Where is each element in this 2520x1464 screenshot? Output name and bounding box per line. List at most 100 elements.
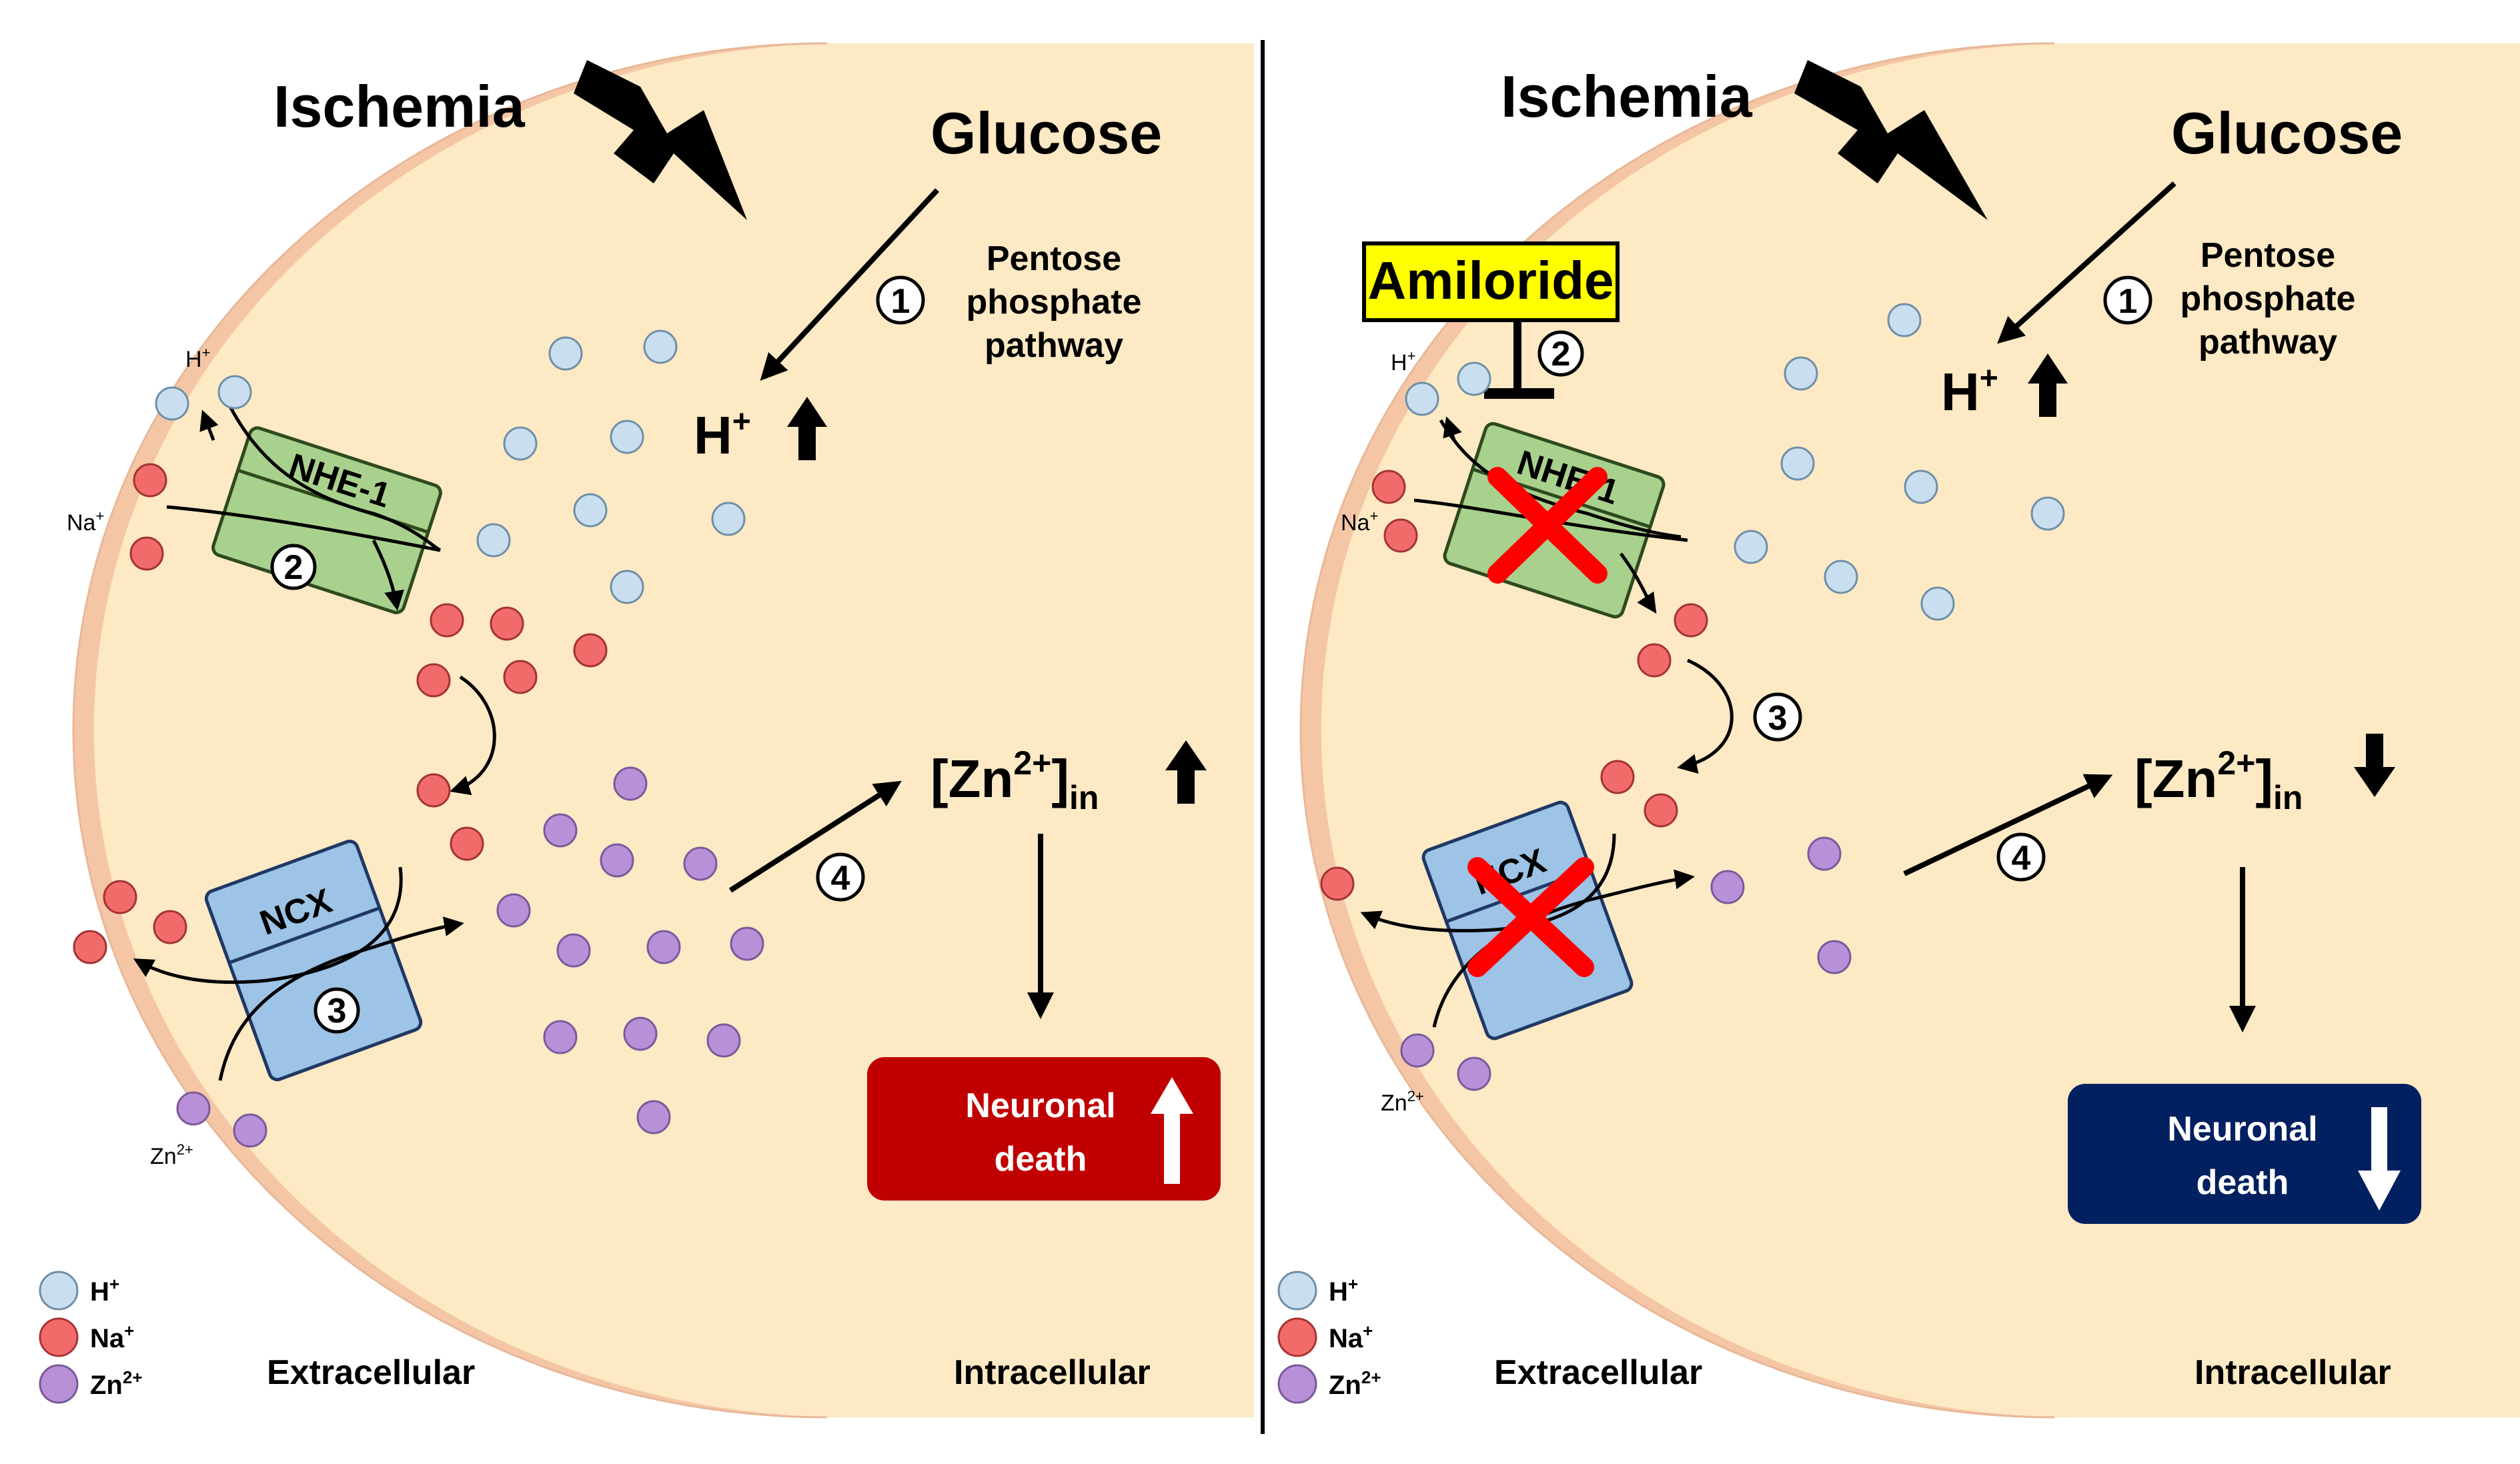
neuronal-death-increase-box: Neuronal death (867, 1057, 1221, 1201)
death-down-arrow-icon (2358, 1107, 2401, 1211)
intracellular-label: Intracellular (954, 1353, 1151, 1392)
na-ion-particle (1674, 603, 1708, 638)
na-ion-particle (1371, 470, 1406, 504)
zn-ion-particle (1807, 836, 1842, 871)
na-ion-particle (573, 633, 608, 668)
nhe-na-in-path (166, 505, 441, 552)
h-ion-particle (643, 329, 678, 364)
ions-right (1320, 303, 2065, 1091)
legend-na-label: Na+ (1329, 1321, 1373, 1353)
svg-text:2: 2 (284, 548, 303, 587)
h-increase-label: H+ (1941, 361, 1998, 422)
svg-text:death: death (995, 1140, 1087, 1179)
h-ion-particle (711, 502, 746, 536)
svg-text:1: 1 (891, 282, 910, 321)
nhe-na-arrow (372, 539, 404, 611)
legend-na-swatch (1277, 1317, 1317, 1357)
neuronal-death-decrease-box: Neuronal death (2068, 1084, 2421, 1224)
h-ion-particle (2030, 496, 2065, 531)
ions-left (73, 329, 764, 1148)
zn-ion-particle (636, 1100, 671, 1135)
glucose-to-h-arrow (760, 188, 939, 381)
legend-na-swatch (39, 1317, 79, 1357)
ncx-zn-in-path (218, 916, 464, 1081)
pathway-line-1: Pentose (987, 239, 1121, 278)
zn-increase-arrow (728, 780, 902, 893)
zn-ion-particle (646, 930, 681, 964)
zn-change-arrow (1903, 774, 2113, 876)
na-ion-particle (416, 773, 451, 808)
h-ion-particle (503, 426, 538, 461)
na-ion-particle (450, 826, 484, 861)
step-1-badge: 1 (876, 275, 925, 325)
extracellular-label: Extracellular (1494, 1353, 1702, 1392)
step-3-badge: 3 (313, 987, 360, 1034)
zn-ion-particle (1817, 940, 1852, 974)
svg-text:2: 2 (1551, 335, 1571, 374)
h-increase-label: H+ (694, 404, 751, 465)
ncx-zn-in-path (1432, 869, 1695, 1028)
h-ion-particle (1904, 470, 1938, 504)
legend-h-swatch (1277, 1271, 1317, 1311)
zn-intracellular-label: [Zn2+]in (2134, 744, 2303, 816)
na-transfer-arrow (1677, 658, 1734, 774)
zn-down-arrow-icon (2354, 734, 2395, 797)
ion-h-label: H+ (185, 344, 210, 372)
intracellular-label: Intracellular (2194, 1353, 2391, 1392)
h-ion-particle (1887, 303, 1922, 337)
cytoplasm (1321, 43, 2520, 1417)
zn-ion-particle (683, 846, 718, 881)
h-ion-particle (1457, 361, 1491, 396)
h-ion-particle (217, 375, 252, 410)
na-ion-particle (1637, 643, 1672, 678)
ischemia-label: Ischemia (273, 73, 526, 139)
zn-ion-particle (543, 813, 578, 848)
na-ion-particle (133, 463, 167, 498)
svg-text:Amiloride: Amiloride (1368, 251, 1614, 310)
pathway-line-3: pathway (2198, 323, 2337, 361)
zn-intracellular-label: [Zn2+]in (930, 744, 1099, 816)
h-ion-particle (1824, 560, 1858, 594)
zn-ion-particle (176, 1091, 211, 1126)
h-ion-particle (573, 493, 608, 528)
h-ion-particle (1784, 356, 1818, 391)
nhe-h-out-path (225, 399, 442, 552)
step-3-badge: 3 (1753, 692, 1802, 742)
nhe-na-arrow (1619, 552, 1657, 614)
ischemia-label: Ischemia (1501, 63, 1753, 129)
ncx-na-out-path (133, 866, 403, 984)
na-ion-particle (129, 536, 164, 571)
h-ion-particle (548, 336, 583, 371)
zn-ion-particle (730, 926, 764, 961)
na-ion-particle (1320, 866, 1355, 901)
ion-h-label: H+ (1391, 347, 1415, 376)
legend: H+ Na+ Zn2+ (1277, 1271, 1381, 1404)
pathway-line-1: Pentose (2200, 236, 2335, 275)
svg-text:4: 4 (2012, 839, 2031, 878)
legend: H+ Na+ Zn2+ (39, 1271, 143, 1404)
pathway-line-2: phosphate (967, 283, 1142, 321)
zn-ion-particle (623, 1016, 658, 1051)
svg-text:3: 3 (328, 992, 347, 1030)
lightning-bolt-icon (1794, 60, 1988, 220)
na-ion-particle (73, 930, 107, 964)
step-1-badge: 1 (2103, 275, 2152, 325)
zn-ion-particle (600, 843, 634, 878)
na-ion-particle (103, 880, 137, 914)
svg-text:3: 3 (1768, 699, 1788, 738)
lightning-bolt-icon (574, 60, 747, 220)
zn-ion-particle (1457, 1056, 1491, 1091)
legend-h-label: H+ (1329, 1274, 1358, 1307)
ion-zn-label: Zn2+ (1381, 1088, 1424, 1116)
legend-h-label: H+ (90, 1274, 119, 1307)
h-ion-particle (1780, 446, 1815, 481)
zn-up-arrow-icon (1165, 740, 1207, 804)
ion-na-label: Na+ (1341, 508, 1378, 536)
legend-zn-label: Zn2+ (1329, 1367, 1381, 1400)
h-ion-particle (610, 570, 644, 604)
legend-zn-swatch (39, 1364, 79, 1404)
na-ion-particle (153, 910, 187, 944)
na-transfer-arrow (450, 675, 496, 796)
svg-text:death: death (2196, 1163, 2289, 1202)
pathway-line-3: pathway (985, 326, 1123, 365)
